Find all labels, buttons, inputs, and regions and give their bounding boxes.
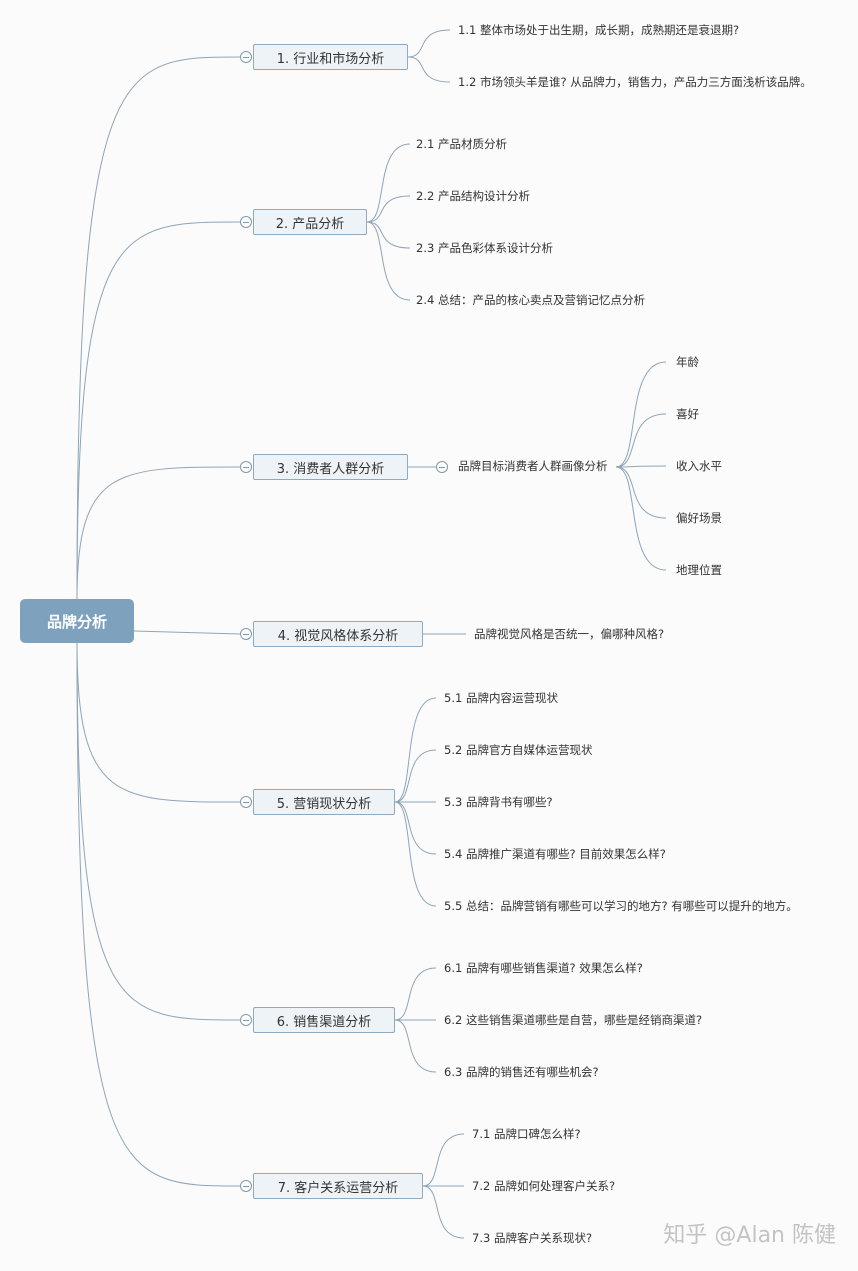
collapse-icon[interactable]	[240, 628, 252, 640]
leaf-node[interactable]: 2.3 产品色彩体系设计分析	[416, 241, 553, 255]
collapse-icon[interactable]	[240, 1180, 252, 1192]
leaf-node[interactable]: 6.3 品牌的销售还有哪些机会?	[444, 1065, 599, 1079]
child-link	[615, 413, 667, 468]
child-link	[615, 361, 667, 468]
leaf-node[interactable]: 1.2 市场领头羊是谁? 从品牌力，销售力，产品力三方面浅析该品牌。	[458, 75, 812, 89]
root-branch-link	[76, 221, 241, 600]
leaf-node[interactable]: 7.2 品牌如何处理客户关系?	[472, 1179, 616, 1193]
branch-node-customer-relation[interactable]: 7. 客户关系运营分析	[253, 1173, 423, 1199]
collapse-icon[interactable]	[240, 216, 252, 228]
leaf-node[interactable]: 1.1 整体市场处于出生期，成长期，成熟期还是衰退期?	[458, 23, 740, 37]
child-link	[394, 801, 437, 855]
sub-node-consumer-portrait[interactable]: 品牌目标消费者人群画像分析	[458, 459, 608, 473]
collapse-icon[interactable]	[436, 461, 448, 473]
child-link	[366, 221, 411, 301]
leaf-node[interactable]: 2.4 总结：产品的核心卖点及营销记忆点分析	[416, 293, 645, 307]
leaf-node[interactable]: 2.1 产品材质分析	[416, 137, 507, 151]
leaf-node[interactable]: 2.2 产品结构设计分析	[416, 189, 530, 203]
leaf-node[interactable]: 收入水平	[676, 459, 722, 473]
root-branch-link	[76, 466, 241, 600]
collapse-icon[interactable]	[240, 796, 252, 808]
child-link	[394, 967, 437, 1021]
child-link	[615, 466, 667, 519]
branch-node-consumer[interactable]: 3. 消费者人群分析	[253, 454, 408, 480]
branch-node-sales-channel[interactable]: 6. 销售渠道分析	[253, 1007, 395, 1033]
child-link	[394, 1019, 437, 1073]
leaf-node[interactable]: 7.1 品牌口碑怎么样?	[472, 1127, 581, 1141]
root-branch-link	[76, 642, 241, 1021]
child-link	[366, 143, 411, 223]
child-link	[366, 221, 411, 249]
child-link	[366, 195, 411, 223]
collapse-icon[interactable]	[240, 1014, 252, 1026]
child-link	[407, 56, 451, 83]
watermark: 知乎 @Alan 陈健	[663, 1223, 836, 1248]
child-link	[394, 801, 437, 907]
child-link	[615, 465, 667, 468]
child-link	[394, 749, 437, 803]
leaf-node[interactable]: 5.5 总结：品牌营销有哪些可以学习的地方? 有哪些可以提升的地方。	[444, 899, 798, 913]
leaf-node[interactable]: 年龄	[676, 355, 699, 369]
root-node[interactable]: 品牌分析	[20, 599, 134, 643]
collapse-icon[interactable]	[240, 461, 252, 473]
leaf-node[interactable]: 5.3 品牌背书有哪些?	[444, 795, 553, 809]
root-branch-link	[76, 642, 241, 1187]
leaf-node[interactable]: 6.1 品牌有哪些销售渠道? 效果怎么样?	[444, 961, 643, 975]
child-link	[422, 1133, 465, 1187]
branch-node-industry-market[interactable]: 1. 行业和市场分析	[253, 44, 408, 70]
child-link	[422, 1185, 465, 1239]
child-link	[394, 697, 437, 803]
leaf-node[interactable]: 5.2 品牌官方自媒体运营现状	[444, 743, 593, 757]
child-link	[407, 29, 451, 58]
branch-node-visual-style[interactable]: 4. 视觉风格体系分析	[253, 621, 423, 647]
leaf-node[interactable]: 地理位置	[676, 563, 722, 577]
leaf-node[interactable]: 喜好	[676, 407, 699, 421]
branch-node-marketing[interactable]: 5. 营销现状分析	[253, 789, 395, 815]
leaf-node[interactable]: 5.1 品牌内容运营现状	[444, 691, 558, 705]
root-branch-link	[76, 56, 241, 600]
leaf-node[interactable]: 6.2 这些销售渠道哪些是自营，哪些是经销商渠道?	[444, 1013, 703, 1027]
root-branch-link	[76, 642, 241, 803]
leaf-node[interactable]: 7.3 品牌客户关系现状?	[472, 1231, 593, 1245]
collapse-icon[interactable]	[240, 51, 252, 63]
leaf-node[interactable]: 偏好场景	[676, 511, 722, 525]
branch-node-product[interactable]: 2. 产品分析	[253, 209, 367, 235]
leaf-node[interactable]: 5.4 品牌推广渠道有哪些? 目前效果怎么样?	[444, 847, 666, 861]
leaf-node[interactable]: 品牌视觉风格是否统一，偏哪种风格?	[474, 627, 665, 641]
child-link	[615, 466, 667, 571]
root-branch-link	[133, 630, 241, 635]
